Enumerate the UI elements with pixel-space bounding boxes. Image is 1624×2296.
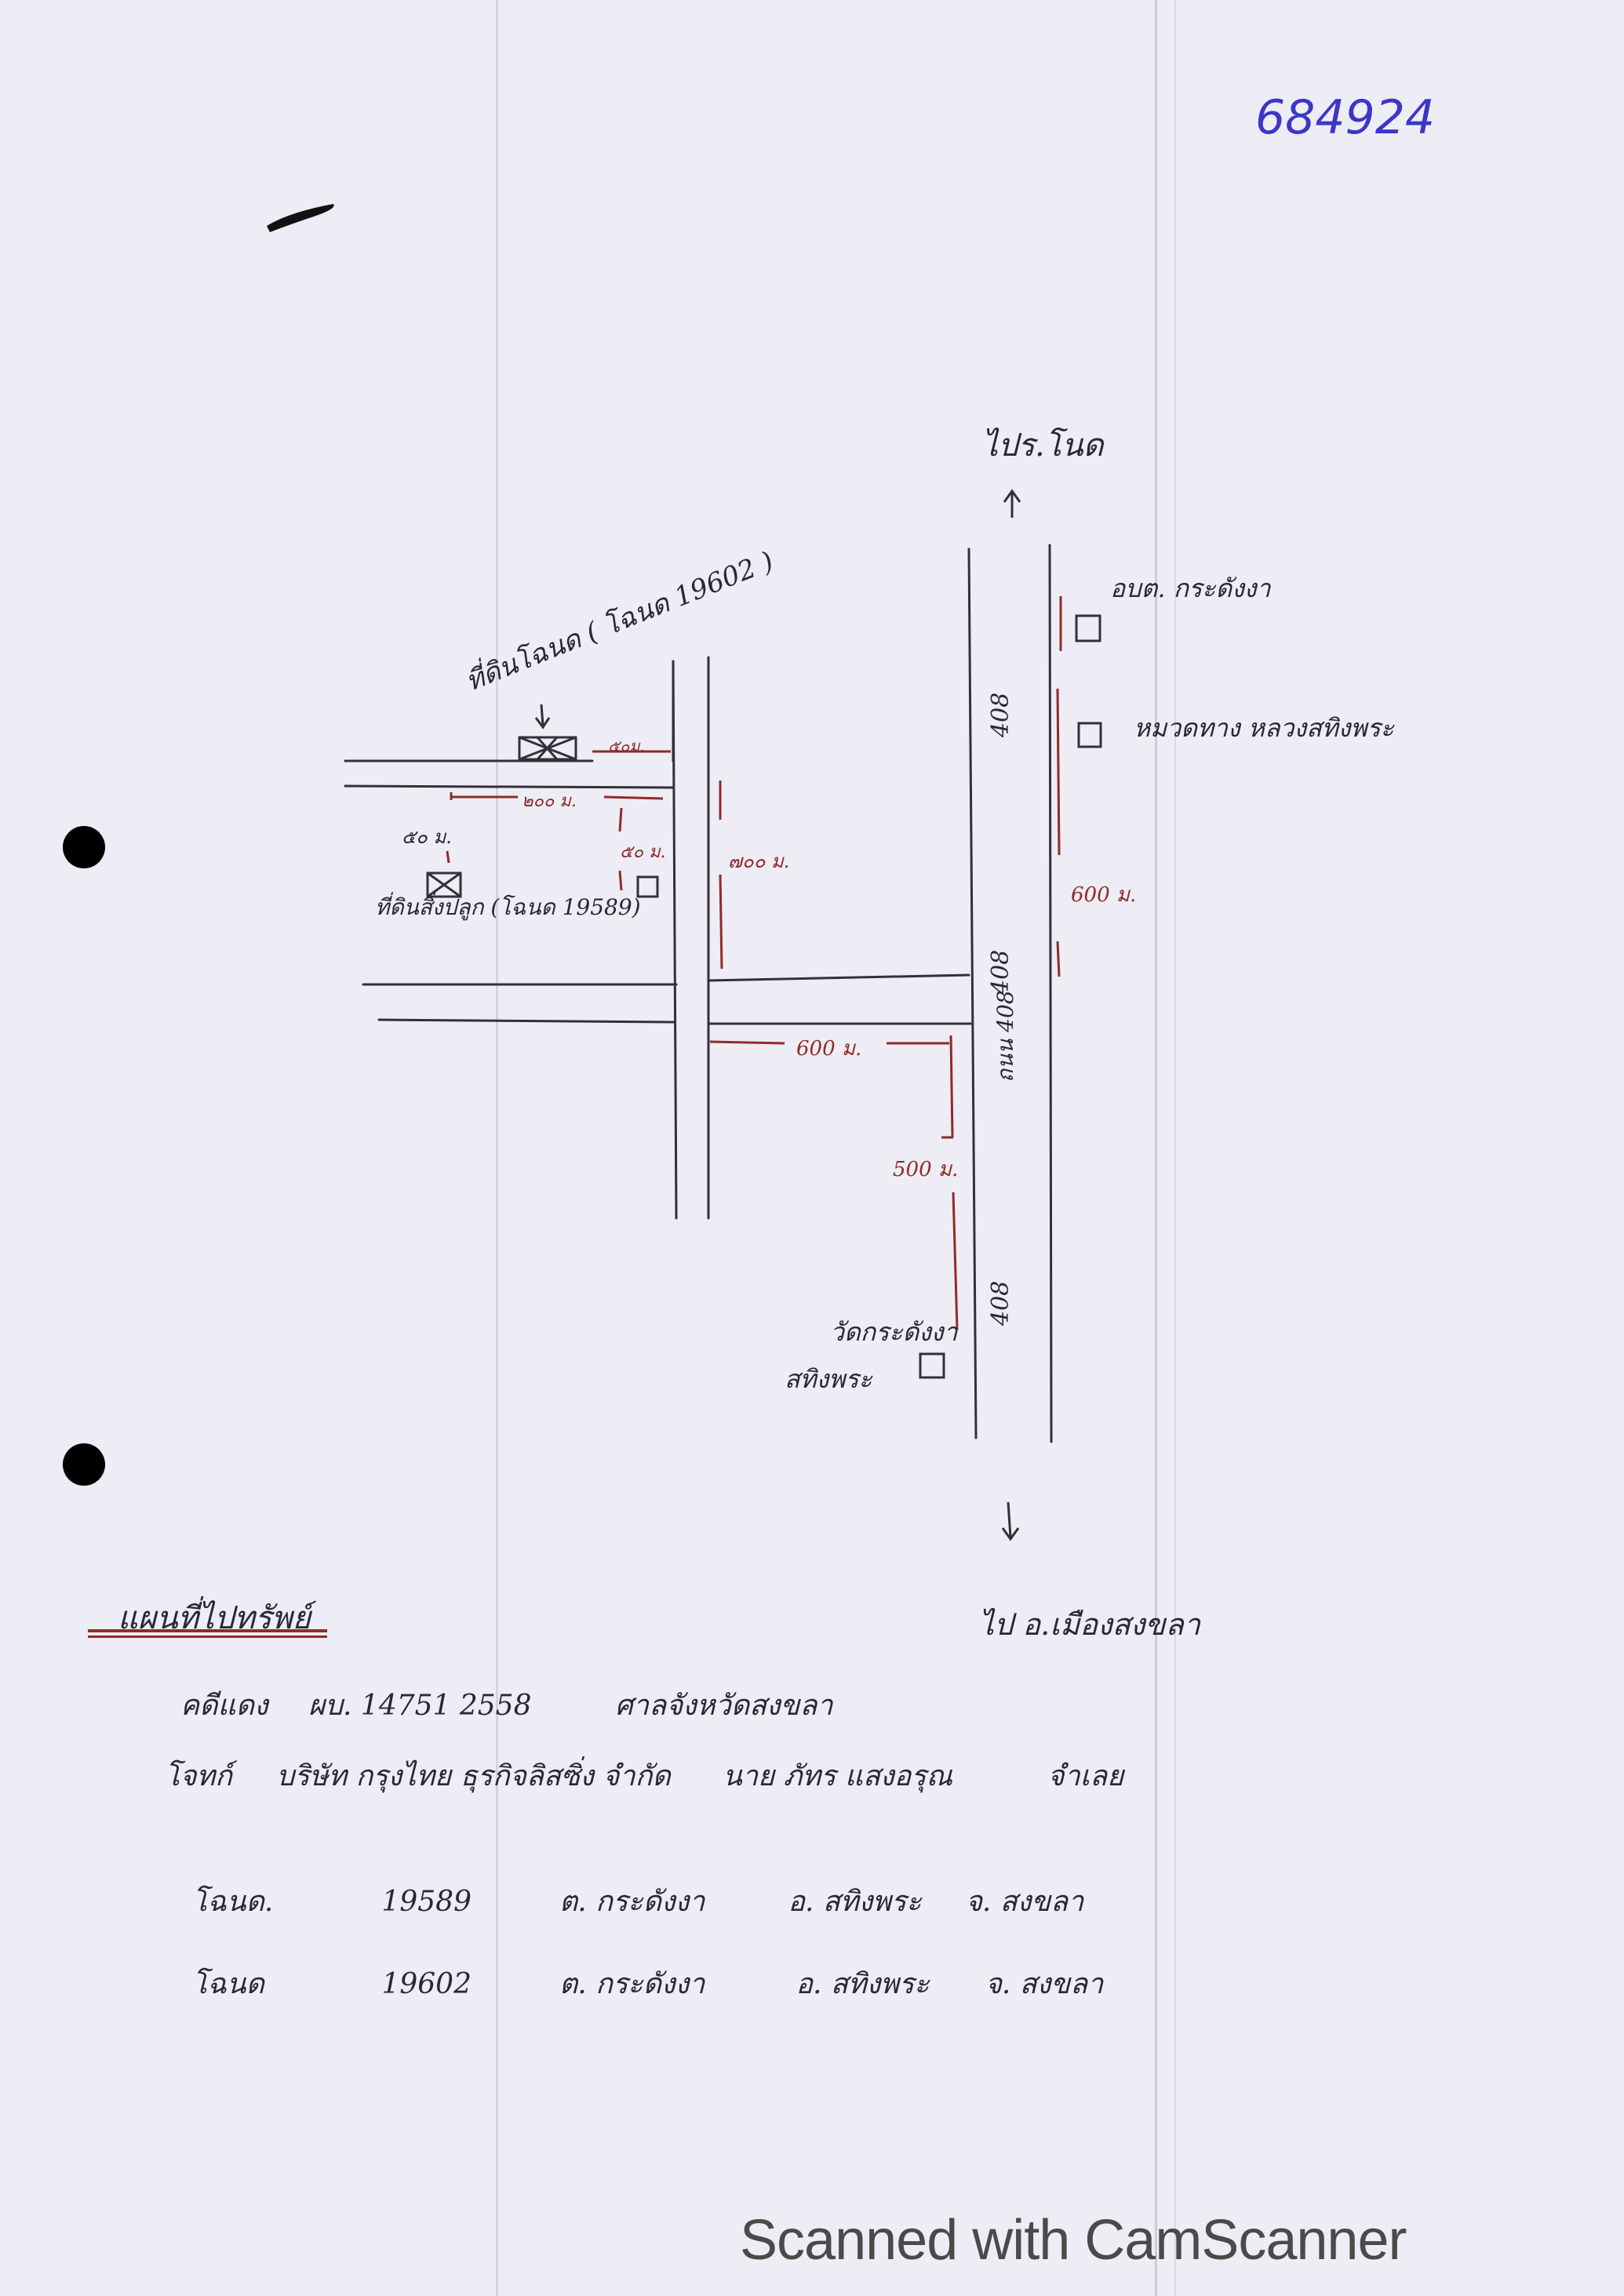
case-row: คดีแดง ผบ. 14751 2558 ศาลจังหวัดสงขลา [180, 1683, 833, 1727]
house-marker-icon [636, 875, 659, 898]
highway-label: ถนน 408 [992, 990, 1018, 1083]
highway-label: 408 [987, 949, 1014, 995]
plot-19602-marker-icon [518, 736, 577, 761]
punch-hole [63, 1443, 105, 1486]
temple-label: วัดกระดังงา [830, 1317, 958, 1347]
punch-hole [63, 826, 105, 868]
plaintiff-name: บริษัท กรุงไทย ธุรกิจลิสซิ่ง จำกัด [276, 1760, 671, 1792]
defendant-name: นาย ภัทร แสงอรุณ [723, 1760, 952, 1792]
police-label: หมวดทาง หลวงสทิงพระ [1134, 713, 1394, 743]
deed-tambon: ต. กระดังงา [559, 1968, 705, 2000]
deed-row: โฉนด. 19589 ต. กระดังงา อ. สทิงพระ จ. สง… [192, 1879, 1083, 1923]
deed-number: 19589 [381, 1886, 472, 1918]
distance-label: ๗๐๐ ม. [728, 850, 790, 872]
fold-line [496, 0, 498, 2296]
temple-marker-icon [919, 1352, 945, 1379]
plaintiff-label: โจทก์ [165, 1760, 232, 1792]
road-edge [707, 973, 970, 982]
road-edge [377, 1018, 675, 1024]
court-name: ศาลจังหวัดสงขลา [614, 1690, 833, 1722]
plot-19589-label: ที่ดินสิ่งปลูก (โฉนด 19589) [375, 894, 641, 920]
legend-underline [88, 1629, 327, 1632]
road-edge [344, 784, 675, 789]
distance-label: ๕๐ ม. [402, 826, 452, 848]
deed-label: โฉนด [192, 1968, 264, 2000]
parties-row: โจทก์ บริษัท กรุงไทย ธุรกิจลิสซิ่ง จำกัด… [165, 1753, 1123, 1798]
sao-label: อบต. กระดังงา [1110, 573, 1271, 603]
south-destination-label: ไป อ.เมืองสงขลา [979, 1607, 1200, 1642]
north-destination-label: ไปร.โนด [982, 428, 1104, 464]
case-number: ผบ. 14751 2558 [308, 1690, 532, 1722]
plot-19589-marker-icon [426, 871, 462, 898]
fold-line [1155, 0, 1157, 2296]
distance-label: ๕๐ ม. [620, 842, 666, 862]
highway-label: 408 [987, 1280, 1014, 1326]
distance-label: 500 ม. [893, 1158, 959, 1181]
police-marker-icon [1077, 722, 1102, 748]
deed-number: 19602 [381, 1968, 472, 2000]
distance-label: 600 ม. [796, 1037, 862, 1061]
legend-underline [88, 1636, 327, 1638]
highway-label: 408 [987, 692, 1014, 737]
distance-label: 600 ม. [1071, 883, 1137, 907]
defendant-label: จำเลย [1047, 1760, 1124, 1792]
south-arrow-icon [1007, 1501, 1012, 1538]
case-label: คดีแดง [180, 1690, 268, 1722]
district-label: สทิงพระ [785, 1364, 872, 1394]
deed-changwat: จ. สงขลา [965, 1886, 1084, 1918]
deed-amphoe: อ. สทิงพระ [788, 1886, 922, 1918]
sao-marker-icon [1075, 614, 1101, 642]
highway-edge-left [967, 548, 978, 1439]
deed-tambon: ต. กระดังงา [559, 1886, 705, 1918]
deed-row: โฉนด 19602 ต. กระดังงา อ. สทิงพระ จ. สงข… [192, 1961, 1103, 2006]
fold-line [1174, 0, 1176, 2296]
deed-changwat: จ. สงขลา [985, 1968, 1104, 2000]
deed-amphoe: อ. สทิงพระ [796, 1968, 930, 2000]
deed-label: โฉนด. [192, 1886, 274, 1918]
camscanner-watermark: Scanned with CamScanner [740, 2209, 1407, 2272]
route-map [344, 489, 1102, 1541]
distance-label: ๕๐ม. [608, 737, 645, 755]
highway-edge-right [1048, 544, 1053, 1443]
distance-label: ๒๐๐ ม. [522, 791, 577, 811]
ink-smudge-icon [267, 204, 334, 232]
document-number: 684924 [1255, 90, 1436, 145]
